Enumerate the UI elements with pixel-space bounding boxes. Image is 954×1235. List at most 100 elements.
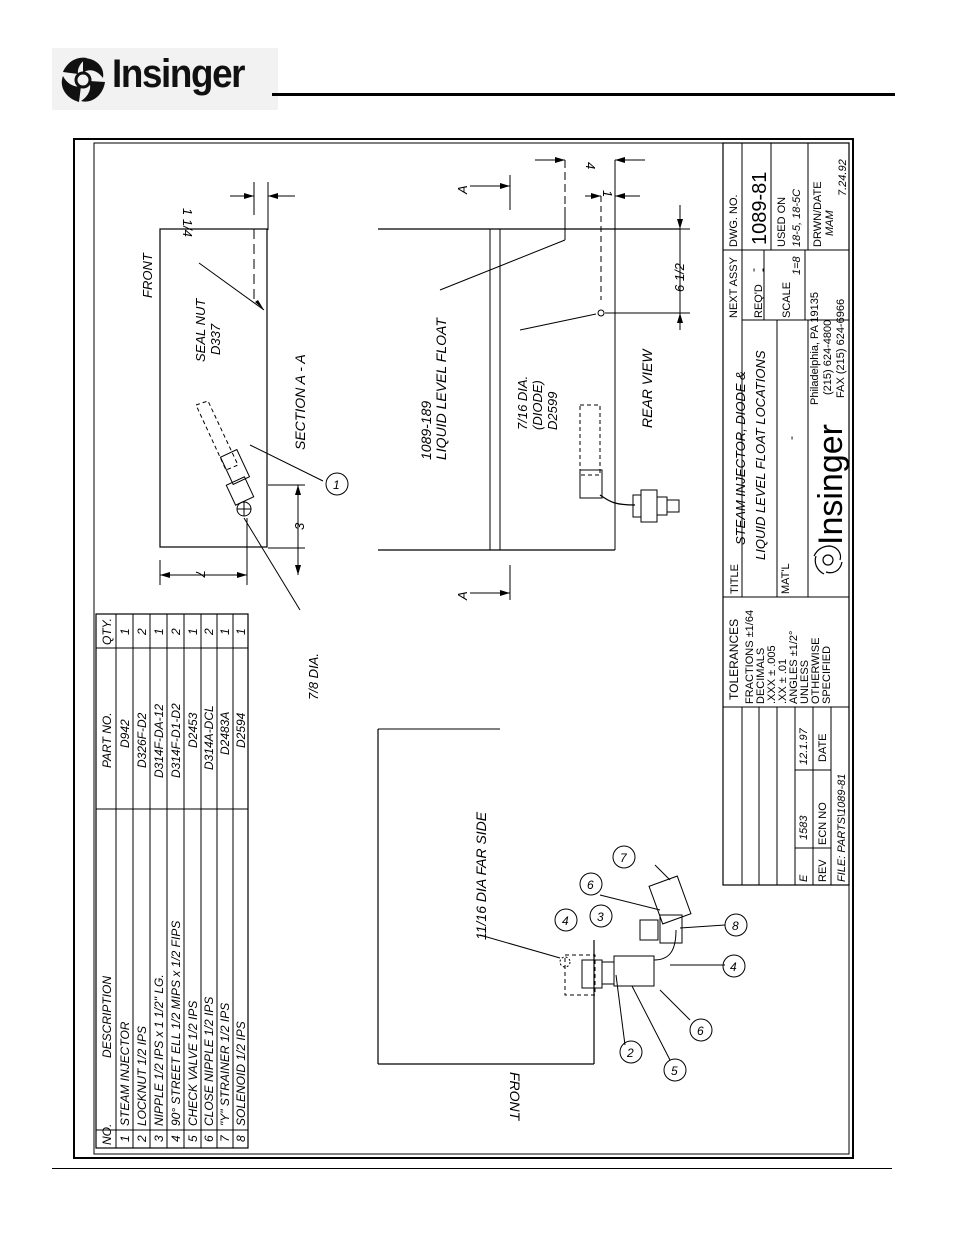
far-side-label: 11/16 DIA FAR SIDE xyxy=(473,811,489,940)
dim-7: 7 xyxy=(193,570,208,578)
dim-1-1-4: 1 1/4 xyxy=(180,208,195,237)
header-rule xyxy=(272,93,895,96)
table-row-6-desc: CLOSE NIPPLE 1/2 IPS xyxy=(202,997,216,1126)
section-marker-top: A xyxy=(455,185,470,195)
callout-4b xyxy=(722,954,746,978)
rear-view xyxy=(378,159,690,600)
table-row-1-part: D942 xyxy=(118,719,132,748)
company-logo-icon xyxy=(813,545,843,575)
callout-2 xyxy=(619,1040,643,1064)
tol-line-3: .XXX ± .005 xyxy=(766,645,778,704)
brand-name: Insinger xyxy=(112,52,245,96)
callout-5-label: 5 xyxy=(671,1064,678,1078)
table-row-1-desc: STEAM INJECTOR xyxy=(118,1021,132,1126)
table-row-1-qty: 1 xyxy=(118,628,132,635)
callout-3 xyxy=(589,904,613,928)
tol-line-2: DECIMALS xyxy=(755,648,767,704)
callout-3-label: 3 xyxy=(597,910,604,924)
table-row-3-desc: NIPPLE 1/2 IPS x 1 1/2" LG. xyxy=(152,974,166,1126)
table-row-3-no: 3 xyxy=(152,1135,166,1142)
dim-3: 3 xyxy=(292,522,307,530)
diode-hole xyxy=(597,309,605,317)
section-view xyxy=(159,182,349,611)
date-header: DATE xyxy=(817,733,829,762)
table-row-3-part: D314F-DA-12 xyxy=(152,704,166,778)
front-label-bottom: FRONT xyxy=(507,1072,523,1122)
callout-8 xyxy=(724,913,748,937)
front-view xyxy=(377,728,748,1082)
callout-6a xyxy=(689,1018,713,1042)
rev-value: E xyxy=(798,874,810,882)
company-fax: FAX (215) 624-6966 xyxy=(835,299,847,398)
callout-5 xyxy=(663,1058,687,1082)
company-phone: (215) 624-4800 xyxy=(822,320,834,395)
table-row-4-qty: 2 xyxy=(169,628,183,636)
table-header-part-no: PART NO. xyxy=(100,712,114,768)
ecn-value: 1583 xyxy=(798,815,810,840)
seal-nut-label: SEAL NUT xyxy=(193,298,208,362)
table-header-description: DESCRIPTION xyxy=(100,976,114,1058)
callout-4b-label: 4 xyxy=(730,960,737,974)
used-on-label: USED ON xyxy=(776,197,788,247)
diode-part-label: D2599 xyxy=(545,392,560,430)
diode-dia-label: 7/16 DIA. xyxy=(515,376,530,430)
section-title: SECTION A - A xyxy=(292,354,308,450)
drawing-frame xyxy=(73,138,854,1159)
callout-7-label: 7 xyxy=(620,851,628,865)
callout-1-label: 1 xyxy=(333,478,340,492)
dim-6-1-2: 6 1/2 xyxy=(672,262,687,292)
title-line-1: STEAM INJECTOR, DIODE & xyxy=(733,371,748,545)
brand-logo: Insinger xyxy=(52,48,278,110)
tol-line-1: FRACTIONS ±1/64 xyxy=(744,610,756,704)
dim-4: 4 xyxy=(583,162,598,169)
title-label: TITLE xyxy=(729,564,741,594)
matl-value: - xyxy=(784,436,798,440)
tol-line-4: .XX ± .01 xyxy=(777,659,789,704)
table-header-qty: QTY. xyxy=(100,618,114,645)
table-row-5-qty: 1 xyxy=(186,628,200,635)
table-row-8-qty: 1 xyxy=(234,628,248,635)
drwn-date: 7.24.92 xyxy=(837,159,849,196)
table-row-2-part: D326F-D2 xyxy=(135,712,149,768)
dwg-value: 1089-81 xyxy=(749,172,771,245)
callout-1 xyxy=(325,472,349,496)
reqd-label: REQ'D xyxy=(753,284,765,318)
table-row-5-no: 5 xyxy=(186,1135,200,1142)
diode-label: (DIODE) xyxy=(530,380,545,430)
table-row-6-qty: 2 xyxy=(202,628,216,636)
file-label: FILE: PARTS\1089-81 xyxy=(836,774,848,882)
next-assy-value: - xyxy=(746,268,760,272)
callout-8-label: 8 xyxy=(732,919,739,933)
dim-1: 1 xyxy=(600,190,615,197)
callout-2-label: 2 xyxy=(626,1046,634,1060)
table-row-7-part: D2483A xyxy=(218,712,232,755)
ecn-header: ECN NO xyxy=(817,802,829,845)
title-line-2: LIQUID LEVEL FLOAT LOCATIONS xyxy=(753,350,768,560)
next-assy-label: NEXT ASSY xyxy=(728,256,740,318)
parts-table: NO. DESCRIPTION PART NO. QTY. 1 STEAM IN… xyxy=(95,613,249,1149)
tol-line-5: ANGLES ±1/2° xyxy=(788,631,800,704)
footer-rule xyxy=(52,1168,892,1169)
callout-7 xyxy=(612,845,636,869)
dwg-label: DWG. NO. xyxy=(728,194,740,247)
table-row-2-no: 2 xyxy=(135,1135,149,1143)
company-name: Insinger xyxy=(812,424,850,545)
callout-6a-label: 6 xyxy=(697,1024,704,1038)
scale-value: 1=8 xyxy=(791,255,803,275)
title-block xyxy=(722,142,850,886)
table-row-6-part: D314A-DCL xyxy=(202,705,216,770)
matl-label: MAT'L xyxy=(780,563,792,594)
reqd-value: - xyxy=(755,268,769,272)
section-front-label: FRONT xyxy=(140,252,155,298)
table-row-3-qty: 1 xyxy=(152,628,166,635)
rear-view-title: REAR VIEW xyxy=(639,348,655,428)
scale-label: SCALE xyxy=(781,282,793,318)
tolerances-title: TOLERANCES xyxy=(727,619,741,700)
callout-6b xyxy=(579,872,603,896)
table-row-7-qty: 1 xyxy=(218,628,232,635)
tol-line-7: OTHERWISE xyxy=(810,638,822,704)
date-value: 12.1.97 xyxy=(798,727,810,765)
callout-6b-label: 6 xyxy=(587,878,594,892)
callout-4a-label: 4 xyxy=(562,914,569,928)
